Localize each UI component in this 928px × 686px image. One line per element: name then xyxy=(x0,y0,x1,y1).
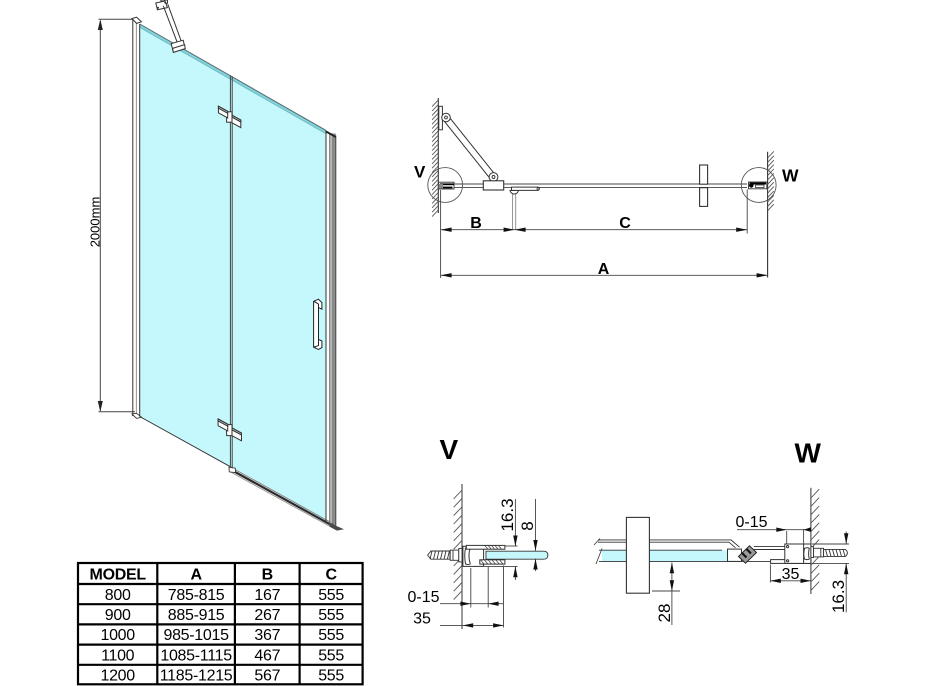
svg-text:785-815: 785-815 xyxy=(168,587,225,604)
svg-text:0-15: 0-15 xyxy=(407,589,439,606)
svg-text:1185-1215: 1185-1215 xyxy=(160,667,233,684)
svg-text:567: 567 xyxy=(254,667,280,684)
svg-text:W: W xyxy=(782,165,799,185)
svg-text:28: 28 xyxy=(655,604,674,623)
svg-text:V: V xyxy=(414,163,426,182)
svg-text:555: 555 xyxy=(318,587,344,604)
svg-text:555: 555 xyxy=(318,607,344,624)
svg-text:B: B xyxy=(262,567,273,584)
svg-text:1000: 1000 xyxy=(100,627,135,644)
svg-text:V: V xyxy=(440,434,459,465)
svg-text:35: 35 xyxy=(413,610,431,627)
svg-text:A: A xyxy=(190,567,202,584)
svg-text:C: C xyxy=(325,567,337,584)
svg-text:900: 900 xyxy=(105,607,131,624)
svg-text:167: 167 xyxy=(254,587,280,604)
svg-text:1100: 1100 xyxy=(101,647,135,664)
svg-text:555: 555 xyxy=(318,667,344,684)
svg-text:W: W xyxy=(795,438,822,469)
svg-text:1085-1115: 1085-1115 xyxy=(160,647,232,664)
svg-text:985-1015: 985-1015 xyxy=(163,627,229,644)
svg-text:A: A xyxy=(598,261,610,278)
svg-text:MODEL: MODEL xyxy=(90,567,147,584)
svg-text:555: 555 xyxy=(318,647,344,664)
svg-text:885-915: 885-915 xyxy=(168,607,225,624)
svg-text:367: 367 xyxy=(254,627,280,644)
svg-text:1200: 1200 xyxy=(100,667,135,684)
svg-text:B: B xyxy=(470,215,482,232)
svg-text:16.3: 16.3 xyxy=(829,580,848,613)
svg-text:267: 267 xyxy=(254,607,280,624)
svg-text:467: 467 xyxy=(254,647,280,664)
svg-text:0-15: 0-15 xyxy=(735,514,767,531)
svg-text:8: 8 xyxy=(518,521,537,530)
svg-text:555: 555 xyxy=(318,627,344,644)
svg-text:C: C xyxy=(619,215,631,232)
svg-text:16.3: 16.3 xyxy=(498,498,517,531)
svg-text:35: 35 xyxy=(782,566,800,583)
svg-text:2000mm: 2000mm xyxy=(88,197,103,248)
svg-text:800: 800 xyxy=(105,587,131,604)
